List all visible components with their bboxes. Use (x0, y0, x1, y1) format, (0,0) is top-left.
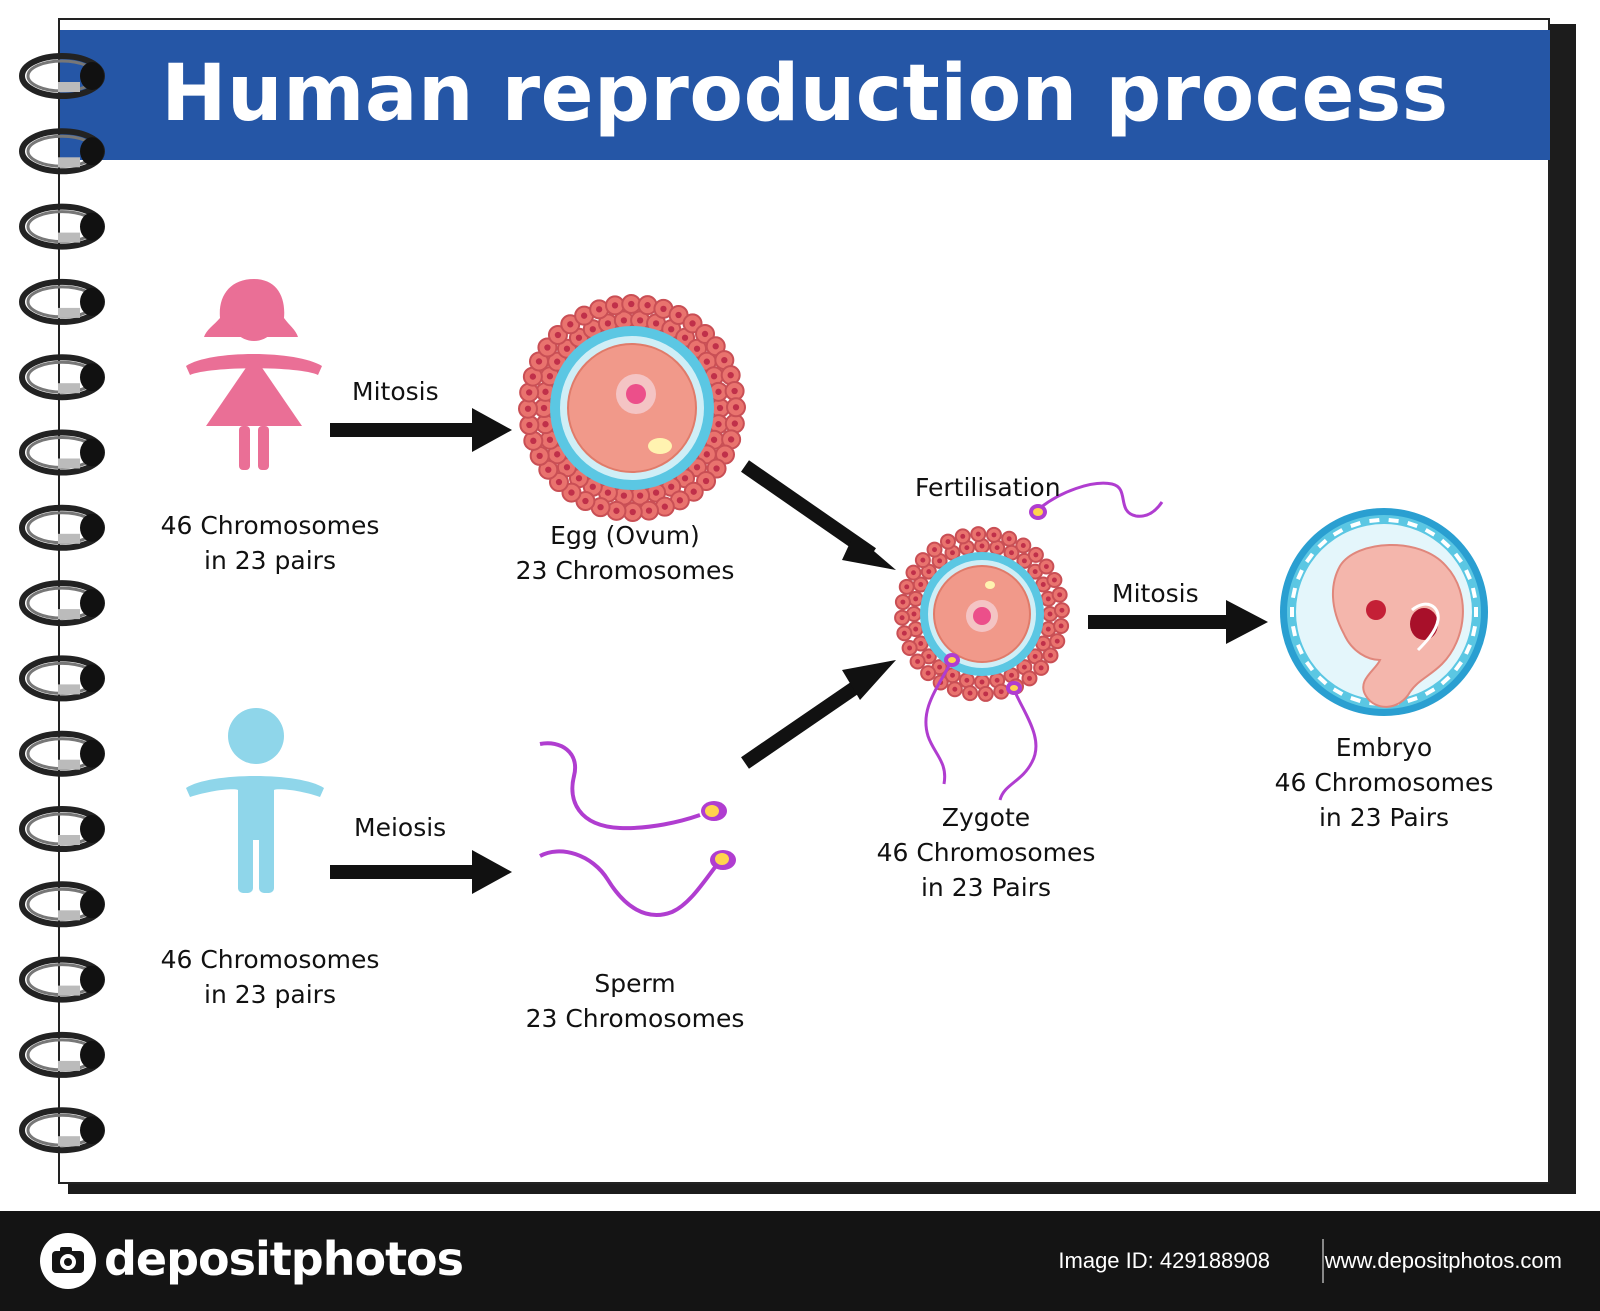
embryo-caption-line3: in 23 Pairs (1318, 803, 1450, 832)
site-url[interactable]: www.depositphotos.com (1324, 1248, 1562, 1273)
male-caption-line2: in 23 pairs (204, 980, 336, 1009)
zygote-caption-line2: 46 Chromosomes (876, 838, 1096, 867)
spiral-binding (19, 53, 105, 1154)
arrow-egg-to-zygote (741, 460, 896, 570)
spiral-ring-icon (19, 881, 105, 928)
spiral-ring-icon (19, 53, 105, 99)
reproduction-diagram (186, 279, 1488, 918)
watermark-footer: depositphotos Image ID: 429188908 www.de… (0, 1211, 1600, 1311)
zygote-sperm-icon (924, 481, 1164, 801)
spiral-ring-icon (19, 203, 105, 250)
spiral-ring-icon (19, 655, 105, 702)
spiral-ring-icon (19, 128, 105, 175)
female-figure-icon (186, 279, 322, 470)
embryo-icon (1280, 508, 1488, 716)
image-id: Image ID: 429188908 (1058, 1248, 1270, 1273)
egg-caption-line2: 23 Chromosomes (515, 556, 735, 585)
spiral-ring-icon (19, 806, 105, 852)
female-caption-line2: in 23 pairs (204, 546, 336, 575)
arrow-female-to-egg (330, 408, 512, 452)
male-caption-line1: 46 Chromosomes (160, 945, 380, 974)
spiral-ring-icon (19, 504, 105, 551)
spiral-ring-icon (19, 278, 105, 325)
arrow-label-mitosis-1: Mitosis (352, 377, 439, 406)
arrow-sperm-to-zygote (741, 660, 896, 769)
footer-divider (1322, 1239, 1324, 1283)
male-figure-icon (186, 708, 324, 893)
zygote-icon (894, 526, 1070, 702)
page-title: Human reproduction process (161, 49, 1449, 139)
spiral-ring-icon (19, 1031, 105, 1078)
egg-caption-line1: Egg (Ovum) (550, 521, 700, 550)
spiral-ring-icon (19, 580, 105, 627)
sperm-caption-line1: Sperm (594, 969, 676, 998)
spiral-ring-icon (19, 429, 105, 476)
female-caption-line1: 46 Chromosomes (160, 511, 380, 540)
arrow-label-mitosis-2: Mitosis (1112, 579, 1199, 608)
arrow-zygote-to-embryo (1088, 600, 1268, 644)
arrow-label-meiosis: Meiosis (354, 813, 447, 842)
egg-cell-icon (518, 294, 746, 522)
camera-logo-icon (40, 1233, 96, 1289)
spiral-ring-icon (19, 956, 105, 1003)
spiral-ring-icon (19, 730, 105, 777)
embryo-caption-line2: 46 Chromosomes (1274, 768, 1494, 797)
spiral-ring-icon (19, 1107, 105, 1154)
zygote-caption-line1: Zygote (941, 803, 1031, 832)
sperm-caption-line2: 23 Chromosomes (525, 1004, 745, 1033)
spiral-ring-icon (19, 354, 105, 401)
brand-name: depositphotos (104, 1232, 464, 1286)
arrow-male-to-sperm (330, 850, 512, 894)
fertilisation-label: Fertilisation (915, 473, 1061, 502)
sperm-icon (539, 741, 736, 918)
embryo-caption-line1: Embryo (1335, 733, 1433, 762)
title-band: Human reproduction process (60, 30, 1550, 160)
zygote-caption-line3: in 23 Pairs (920, 873, 1052, 902)
